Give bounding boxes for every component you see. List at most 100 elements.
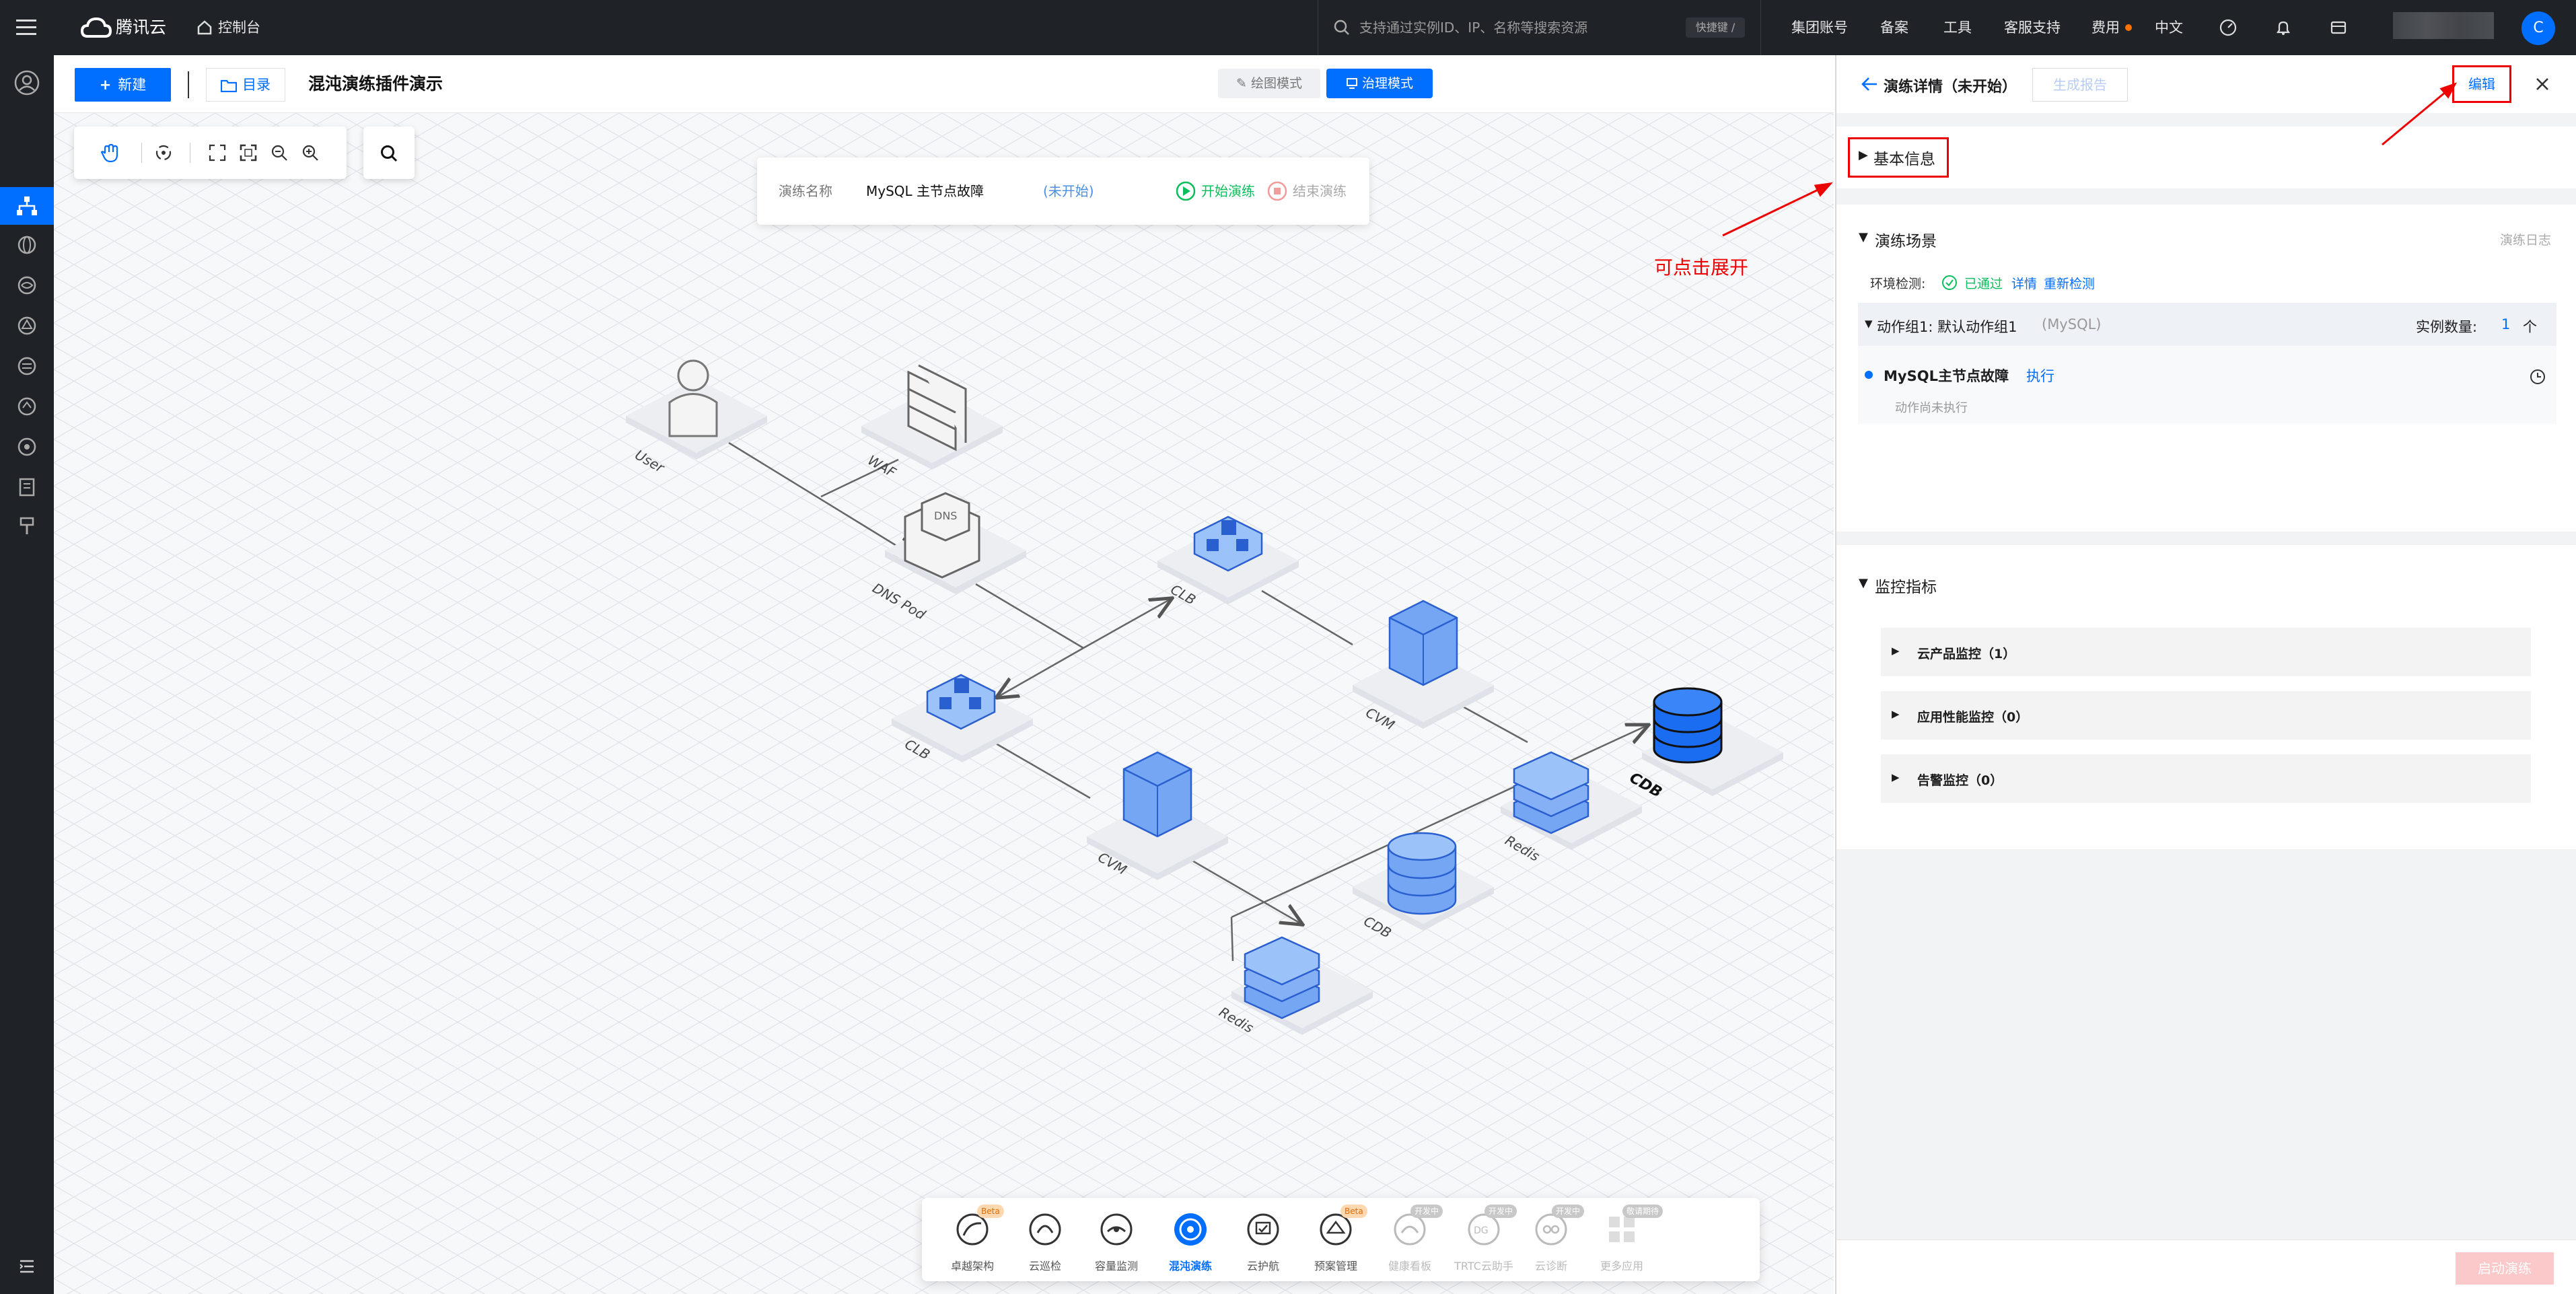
- fullscreen-icon[interactable]: [240, 144, 257, 161]
- panel-header: 演练详情（未开始） 生成报告 编辑: [1836, 55, 2576, 113]
- hand-pan-icon[interactable]: [100, 143, 120, 163]
- alert-icon[interactable]: [13, 312, 40, 339]
- dock-item-more-apps[interactable]: 更多应用敬请期待: [1585, 1198, 1663, 1281]
- monitor-eye-icon[interactable]: [13, 272, 40, 299]
- avatar[interactable]: C: [2521, 11, 2555, 45]
- new-button[interactable]: +新建: [75, 68, 171, 102]
- metric-apm[interactable]: ▶ 应用性能监控（0）: [1881, 691, 2531, 740]
- zoom-out-icon[interactable]: [271, 144, 288, 161]
- dock-item-label: 容量监测: [1094, 1260, 1138, 1272]
- env-recheck-link[interactable]: 重新检测: [2044, 277, 2096, 291]
- dock-item-label: 云护航: [1246, 1260, 1279, 1272]
- generate-report-button[interactable]: 生成报告: [2032, 68, 2128, 102]
- catalog-button[interactable]: 目录: [206, 68, 285, 102]
- bell-icon[interactable]: [2275, 19, 2292, 36]
- search-icon: [1334, 20, 1350, 36]
- book-icon[interactable]: [13, 474, 40, 501]
- auto-layout-icon[interactable]: [153, 143, 174, 163]
- start-drill-button[interactable]: 开始演练: [1201, 183, 1255, 199]
- dock-item-capacity[interactable]: 容量监测: [1079, 1198, 1153, 1281]
- menu-icon[interactable]: [16, 18, 36, 37]
- govern-mode-tab[interactable]: 治理模式: [1326, 69, 1433, 98]
- topology-canvas[interactable]: User WAF DNS DNS Pod CLB CLB CVM: [54, 113, 1834, 1294]
- shortcut-badge: 快捷键 /: [1686, 17, 1745, 38]
- action-name: MySQL主节点故障: [1884, 368, 2009, 384]
- console-link[interactable]: 控制台: [218, 20, 260, 36]
- shield-icon[interactable]: [13, 393, 40, 420]
- account-name-blurred[interactable]: [2393, 12, 2494, 39]
- close-icon[interactable]: [2535, 77, 2550, 92]
- canvas-search-button[interactable]: [363, 127, 415, 179]
- fit-view-icon[interactable]: [209, 144, 226, 161]
- nav-support[interactable]: 客服支持: [2004, 20, 2061, 36]
- metric-cloud-product[interactable]: ▶ 云产品监控（1）: [1881, 628, 2531, 676]
- basic-info-toggle[interactable]: ▶ 基本信息: [1859, 145, 1943, 170]
- instance-count-value[interactable]: 1: [2501, 316, 2511, 332]
- chaos-icon[interactable]: [13, 433, 40, 460]
- zoom-in-icon[interactable]: [301, 144, 319, 161]
- edit-button[interactable]: 编辑: [2458, 70, 2505, 98]
- drill-log-link[interactable]: 演练日志: [2500, 233, 2552, 248]
- draw-mode-tab[interactable]: ✎ 绘图模式: [1218, 69, 1320, 98]
- clock-icon[interactable]: [2530, 369, 2546, 385]
- nav-language[interactable]: 中文: [2155, 20, 2183, 36]
- architecture-tree-icon[interactable]: [13, 192, 40, 219]
- drill-name-value: MySQL 主节点故障: [866, 183, 985, 199]
- edit-button-label: 编辑: [2468, 76, 2495, 92]
- start-drill-panel-button[interactable]: 启动演练: [2456, 1252, 2554, 1285]
- brand-name[interactable]: 腾讯云: [116, 17, 167, 37]
- scene-title: 演练场景: [1875, 233, 1937, 250]
- stop-drill-button[interactable]: 结束演练: [1293, 183, 1347, 199]
- home-icon[interactable]: [196, 20, 213, 36]
- stop-icon[interactable]: [1267, 181, 1287, 201]
- back-arrow-icon[interactable]: [1861, 76, 1878, 92]
- metric-alarm[interactable]: ▶ 告警监控（0）: [1881, 754, 2531, 803]
- capacity-icon: [1100, 1213, 1133, 1246]
- dock-item-escort[interactable]: 云护航: [1226, 1198, 1300, 1281]
- dock-item-tag: Beta: [977, 1205, 1004, 1218]
- action-execute-link[interactable]: 执行: [2026, 368, 2054, 384]
- caret-right-icon: ▶: [1892, 708, 1900, 720]
- pencil-icon: ✎: [1236, 76, 1251, 91]
- play-icon[interactable]: [1176, 181, 1196, 201]
- user-node-icon: [668, 359, 718, 437]
- scene-toggle[interactable]: ▼ 演练场景: [1859, 227, 1966, 250]
- architecture-icon: [956, 1213, 989, 1246]
- instance-count-unit: 个: [2523, 319, 2537, 335]
- dock-item-health[interactable]: 健康看板开发中: [1373, 1198, 1447, 1281]
- nav-icp[interactable]: 备案: [1880, 20, 1908, 36]
- env-detail-link[interactable]: 详情: [2011, 277, 2038, 291]
- nav-group-account[interactable]: 集团账号: [1791, 20, 1848, 36]
- plus-icon: +: [99, 77, 112, 93]
- dock-item-diagnose[interactable]: 云诊断开发中: [1514, 1198, 1588, 1281]
- folder-icon: [221, 79, 237, 92]
- metrics-section: ▼ 监控指标 ▶ 云产品监控（1） ▶ 应用性能监控（0） ▶ 告警监控（0）: [1836, 545, 2576, 849]
- basic-info-section: ▶ 基本信息: [1836, 127, 2576, 188]
- global-search[interactable]: 支持通过实例ID、IP、名称等搜索资源: [1318, 0, 1760, 55]
- caret-right-icon: ▶: [1859, 148, 1868, 162]
- tencent-cloud-logo-icon[interactable]: [81, 16, 112, 39]
- caret-right-icon: ▶: [1892, 771, 1900, 783]
- nav-tools[interactable]: 工具: [1943, 20, 1972, 36]
- action-group-header[interactable]: ▼ 动作组1: 默认动作组1 (MySQL) 实例数量: 1 个: [1858, 303, 2556, 346]
- header-divider: [188, 71, 189, 98]
- globe-icon[interactable]: [13, 231, 40, 258]
- dock-item-inspect[interactable]: 云巡检: [1008, 1198, 1082, 1281]
- dns-pod-node-icon: [904, 492, 980, 579]
- ticket-icon[interactable]: [2330, 19, 2347, 36]
- caret-right-icon: ▶: [1892, 645, 1900, 657]
- nav-fees[interactable]: 费用: [2091, 20, 2120, 36]
- dock-item-label: 混沌演练: [1168, 1260, 1212, 1272]
- panel-title: 演练详情（未开始）: [1884, 79, 2017, 96]
- action-group-card: ▼ 动作组1: 默认动作组1 (MySQL) 实例数量: 1 个 MySQL主节…: [1858, 303, 2556, 424]
- metrics-toggle[interactable]: ▼ 监控指标: [1859, 573, 1966, 596]
- speed-icon[interactable]: [2219, 19, 2237, 36]
- brush-icon[interactable]: [13, 513, 40, 540]
- database-icon[interactable]: [13, 353, 40, 380]
- collapse-menu-icon[interactable]: [13, 1253, 40, 1280]
- dock-item-chaos[interactable]: 混沌演练: [1153, 1198, 1227, 1281]
- user-profile-icon[interactable]: [13, 69, 40, 96]
